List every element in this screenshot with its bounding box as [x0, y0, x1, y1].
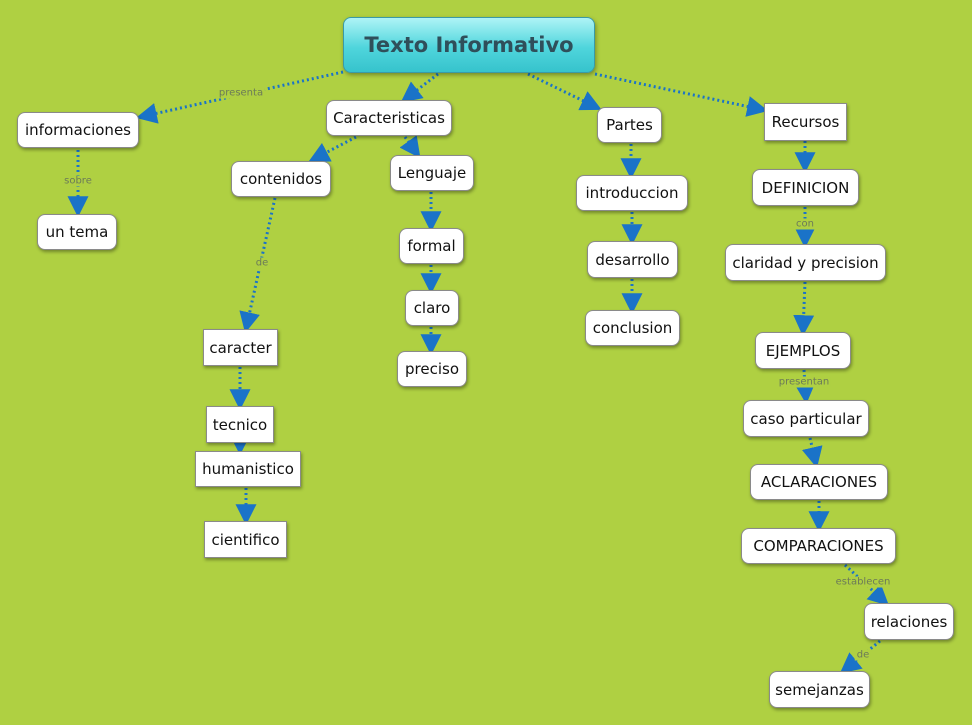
node-aclaraciones[interactable]: ACLARACIONES	[750, 464, 888, 500]
node-un-tema[interactable]: un tema	[37, 214, 117, 250]
node-label: claridad y precision	[732, 253, 879, 272]
node-preciso[interactable]: preciso	[397, 351, 467, 387]
node-caracter[interactable]: caracter	[203, 329, 278, 366]
edge-de	[239, 197, 277, 334]
link-label-sobre: sobre	[62, 175, 94, 187]
node-introduccion[interactable]: introduccion	[576, 175, 688, 211]
edge-root-recursos	[594, 72, 769, 117]
node-relaciones[interactable]: relaciones	[864, 603, 954, 640]
node-lenguaje[interactable]: Lenguaje	[390, 155, 474, 191]
node-label: caracter	[209, 338, 272, 357]
node-tecnico[interactable]: tecnico	[206, 406, 274, 443]
node-label: COMPARACIONES	[753, 537, 884, 555]
node-desarrollo[interactable]: desarrollo	[587, 241, 678, 278]
node-label: Caracteristicas	[333, 109, 445, 127]
node-label: un tema	[45, 223, 109, 241]
node-label: conclusion	[592, 319, 673, 337]
node-label: Recursos	[771, 113, 840, 131]
node-semejanzas[interactable]: semejanzas	[769, 671, 870, 708]
node-caso-particular[interactable]: caso particular	[743, 400, 869, 437]
node-recursos[interactable]: Recursos	[764, 103, 847, 141]
node-claro[interactable]: claro	[405, 290, 459, 326]
node-label: caso particular	[750, 409, 862, 428]
node-ejemplos[interactable]: EJEMPLOS	[755, 332, 851, 369]
node-label: semejanzas	[775, 680, 864, 699]
node-claridad-y-precision[interactable]: claridad y precision	[725, 244, 886, 281]
node-cientifico[interactable]: cientifico	[204, 521, 287, 558]
root-label: Texto Informativo	[364, 33, 574, 57]
root-node-texto-informativo[interactable]: Texto Informativo	[343, 17, 595, 73]
node-definicion[interactable]: DEFINICION	[752, 169, 859, 206]
edge-root-caracteristicas	[400, 72, 439, 103]
node-comparaciones[interactable]: COMPARACIONES	[741, 528, 896, 564]
link-label-establecen: establecen	[833, 576, 893, 588]
node-label: informaciones	[25, 121, 131, 139]
link-label-de: de	[253, 257, 271, 269]
node-label: DEFINICION	[761, 178, 850, 197]
link-label-con: con	[794, 218, 816, 230]
node-label: claro	[413, 299, 451, 317]
edge-caso-aclaraciones	[801, 437, 823, 469]
node-caracteristicas[interactable]: Caracteristicas	[326, 100, 452, 136]
node-label: tecnico	[212, 415, 268, 434]
edge-root-partes	[527, 72, 602, 111]
node-label: desarrollo	[595, 250, 670, 269]
node-label: Lenguaje	[397, 164, 467, 182]
node-label: relaciones	[870, 612, 948, 631]
edge-caract-lenguaje	[399, 135, 421, 159]
node-label: cientifico	[211, 530, 280, 549]
node-label: Partes	[606, 116, 653, 134]
node-informaciones[interactable]: informaciones	[17, 112, 139, 148]
node-label: contenidos	[239, 170, 323, 188]
node-humanistico[interactable]: humanistico	[195, 451, 301, 487]
node-partes[interactable]: Partes	[597, 107, 662, 143]
edge-claridad-ejemplos	[793, 281, 815, 337]
node-conclusion[interactable]: conclusion	[585, 310, 680, 346]
link-label-de-relaciones: de	[854, 649, 872, 661]
edge-caract-contenidos	[308, 135, 357, 162]
node-label: introduccion	[585, 184, 679, 202]
node-formal[interactable]: formal	[399, 228, 464, 264]
node-label: ACLARACIONES	[760, 473, 878, 491]
node-label: preciso	[405, 360, 459, 378]
link-label-presentan: presentan	[776, 376, 832, 388]
node-label: humanistico	[202, 460, 294, 478]
edge-establecen	[843, 563, 890, 606]
node-label: formal	[407, 237, 456, 255]
link-label-presenta: presenta	[216, 87, 266, 99]
node-contenidos[interactable]: contenidos	[231, 161, 331, 197]
node-label: EJEMPLOS	[765, 341, 841, 360]
